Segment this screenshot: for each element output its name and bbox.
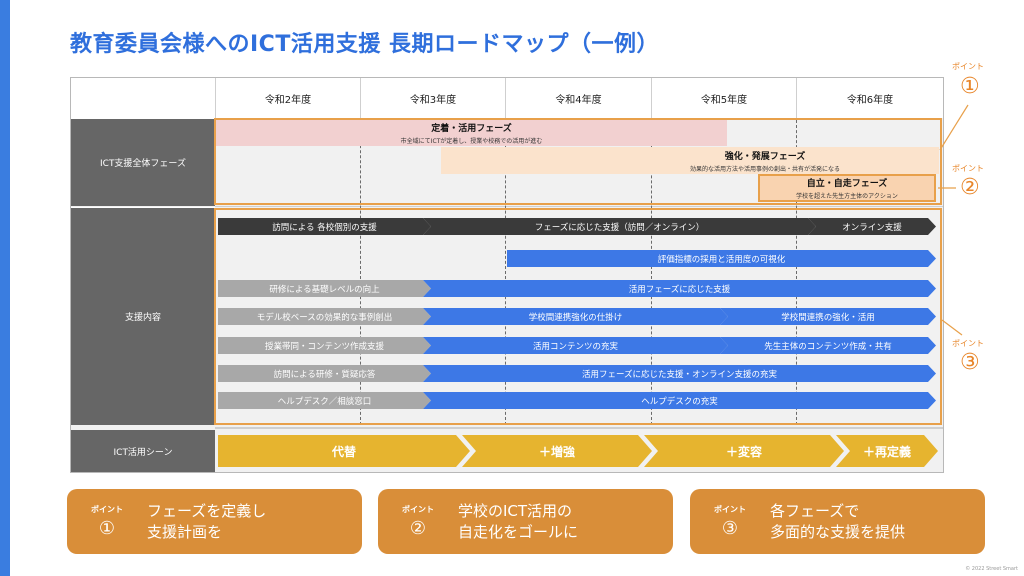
point-1-label: ポイント (952, 62, 984, 71)
year-divider (505, 120, 506, 425)
phase-establish: 定着・活用フェーズ 市全域にてICTが定着し、授業や校務での活用が進む (216, 119, 727, 146)
phase-title: 自立・自走フェーズ (806, 179, 888, 189)
scene-modification: ＋変容 (644, 435, 844, 467)
point-card-2: ポイント ② 学校のICT活用の自走化をゴールに (378, 489, 673, 554)
phase-strengthen: 強化・発展フェーズ 効果的な活用方法や活用事例の創出・共有が活発になる (441, 147, 939, 174)
card-line: 支援計画を (147, 522, 223, 541)
year-header-3: 令和4年度 (505, 78, 651, 118)
bar-teacher-content: 先生主体のコンテンツ作成・共有 (720, 337, 936, 354)
year-divider (796, 120, 797, 425)
bar-online-enrich: 活用フェーズに応じた支援・オンライン支援の充実 (423, 365, 936, 382)
row-divider (215, 427, 943, 429)
bar-content-enrich: 活用コンテンツの充実 (423, 337, 728, 354)
point-1-number: ① (960, 74, 980, 99)
card-number: ② (409, 518, 427, 539)
card-label: ポイント (402, 505, 434, 514)
point-card-3: ポイント ③ 各フェーズで多面的な支援を提供 (690, 489, 985, 554)
row-label-phase: ICT支援全体フェーズ (71, 118, 215, 206)
bar-phase-support: フェーズに応じた支援（訪問／オンライン） (423, 218, 816, 235)
phase-title: 定着・活用フェーズ (431, 123, 512, 134)
year-header-5: 令和6年度 (796, 78, 943, 118)
scene-redefinition: ＋再定義 (836, 435, 938, 467)
row-label-scene: ICT活用シーン (71, 430, 215, 472)
bar-helpdesk: ヘルプデスク／相談窓口 (218, 392, 431, 409)
point-2-label: ポイント (952, 164, 984, 173)
year-header-4: 令和5年度 (651, 78, 796, 118)
table-corner (71, 78, 215, 118)
bar-visit-support: 訪問による 各校個別の支援 (218, 218, 431, 235)
card-label: ポイント (714, 505, 746, 514)
accent-sidebar (0, 0, 10, 576)
row-divider (215, 206, 943, 207)
phase-desc: 学校を超えた先生方主体のアクション (796, 193, 898, 200)
card-line: 自走化をゴールに (458, 522, 579, 541)
point-2-number: ② (960, 175, 980, 200)
phase-title: 強化・発展フェーズ (724, 151, 806, 162)
scene-substitution: 代替 (218, 435, 470, 467)
year-header-1: 令和2年度 (215, 78, 360, 118)
bar-evaluation: 評価指標の採用と活用度の可視化 (507, 250, 936, 267)
card-number: ① (98, 518, 116, 539)
bar-training: 研修による基礎レベルの向上 (218, 280, 431, 297)
card-line: フェーズを定義し (147, 501, 267, 520)
phase-desc: 市全域にてICTが定着し、授業や校務での活用が進む (400, 137, 543, 145)
bar-helpdesk-enrich: ヘルプデスクの充実 (423, 392, 936, 409)
card-line: 多面的な支援を提供 (770, 522, 906, 541)
card-line: 各フェーズで (770, 501, 860, 520)
bar-model-school: モデル校ベースの効果的な事例創出 (218, 308, 431, 325)
point-1-highlight (214, 118, 942, 205)
bar-school-link: 学校間連携強化の仕掛け (423, 308, 728, 325)
phase-autonomy: 自立・自走フェーズ 学校を超えた先生方主体のアクション (758, 174, 936, 202)
point-card-1: ポイント ① フェーズを定義し支援計画を (67, 489, 362, 554)
point-3-label: ポイント (952, 339, 984, 348)
year-divider (651, 120, 652, 425)
bar-visit-training: 訪問による研修・質疑応答 (218, 365, 431, 382)
year-divider (360, 120, 361, 425)
card-line: 学校のICT活用の (458, 501, 573, 520)
phase-desc: 効果的な活用方法や活用事例の創出・共有が活発になる (689, 165, 840, 173)
copyright: © 2022 Street Smart (965, 566, 1018, 572)
card-number: ③ (721, 518, 739, 539)
page-title: 教育委員会様へのICT活用支援 長期ロードマップ（一例） (70, 32, 659, 57)
year-header-2: 令和3年度 (360, 78, 505, 118)
card-label: ポイント (91, 505, 123, 514)
bar-school-link-strengthen: 学校間連携の強化・活用 (720, 308, 936, 325)
bar-online-support: オンライン支援 (808, 218, 936, 235)
bar-class-support: 授業帯同・コンテンツ作成支援 (218, 337, 431, 354)
row-label-content: 支援内容 (71, 207, 215, 425)
point-3-number: ③ (960, 350, 980, 375)
bar-training-phase: 活用フェーズに応じた支援 (423, 280, 936, 297)
point-3-highlight (214, 208, 942, 425)
scene-augmentation: ＋増強 (462, 435, 652, 467)
callout-lines (938, 104, 969, 336)
